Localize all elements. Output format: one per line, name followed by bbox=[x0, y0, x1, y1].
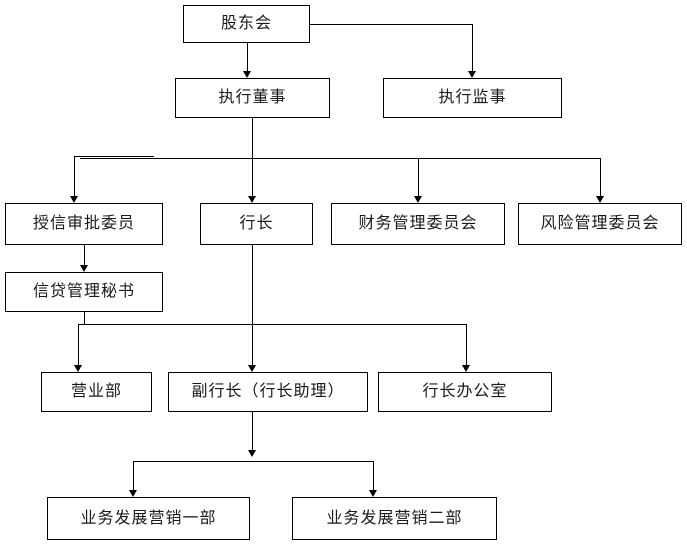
node-label-business-dept: 营业部 bbox=[70, 383, 122, 400]
node-credit-secretary[interactable]: 信贷管理秘书 bbox=[5, 272, 163, 312]
connector-to-business-dept bbox=[78, 324, 79, 366]
level3-distribution-bus-left-step bbox=[74, 156, 154, 157]
node-label-vice-president: 副行长（行长助理） bbox=[191, 383, 345, 400]
node-exec-director[interactable]: 执行董事 bbox=[175, 78, 330, 118]
level5-distribution-bus bbox=[78, 324, 467, 325]
connector-shareholders-to-exec-supervisor-horizontal bbox=[310, 24, 472, 25]
node-label-president: 行长 bbox=[239, 215, 274, 232]
connector-shareholders-to-exec-director bbox=[247, 43, 248, 72]
node-label-finance-committee: 财务管理委员会 bbox=[358, 215, 478, 232]
node-label-credit-approval: 授信审批委员 bbox=[32, 215, 135, 232]
node-label-shareholders: 股东会 bbox=[220, 15, 272, 32]
arrowhead-risk-committee bbox=[596, 196, 604, 203]
arrowhead-marketing-dept-2 bbox=[369, 490, 377, 497]
connector-vice-president-stem bbox=[252, 412, 253, 452]
node-marketing-dept-2[interactable]: 业务发展营销二部 bbox=[292, 497, 497, 540]
node-label-risk-committee: 风险管理委员会 bbox=[540, 215, 660, 232]
connector-president-stem bbox=[252, 245, 253, 366]
arrowhead-credit-approval bbox=[70, 196, 78, 203]
connector-to-risk-committee bbox=[600, 158, 601, 197]
connector-exec-director-stem bbox=[252, 118, 253, 197]
node-label-exec-director: 执行董事 bbox=[218, 89, 287, 106]
node-label-president-office: 行长办公室 bbox=[422, 383, 508, 400]
connector-shareholders-to-exec-supervisor-vertical bbox=[472, 24, 473, 72]
node-label-credit-secretary: 信贷管理秘书 bbox=[32, 283, 135, 300]
node-exec-supervisor[interactable]: 执行监事 bbox=[383, 78, 562, 118]
connector-credit-approval-to-secretary bbox=[84, 245, 85, 266]
arrowhead-president bbox=[248, 196, 256, 203]
connector-to-finance-committee bbox=[418, 158, 419, 197]
node-shareholders[interactable]: 股东会 bbox=[183, 5, 310, 43]
level6-distribution-bus bbox=[133, 461, 373, 462]
connector-to-marketing-dept-1 bbox=[133, 461, 134, 491]
node-business-dept[interactable]: 营业部 bbox=[41, 372, 152, 412]
arrowhead-president-office bbox=[462, 365, 470, 372]
connector-to-president-office bbox=[466, 324, 467, 366]
node-president-office[interactable]: 行长办公室 bbox=[378, 372, 552, 412]
node-label-exec-supervisor: 执行监事 bbox=[438, 89, 507, 106]
connector-to-credit-approval bbox=[74, 156, 75, 197]
node-credit-approval[interactable]: 授信审批委员 bbox=[5, 203, 163, 245]
arrowhead-finance-committee bbox=[414, 196, 422, 203]
node-label-marketing-dept-2: 业务发展营销二部 bbox=[326, 509, 463, 527]
arrowhead-credit-secretary bbox=[80, 265, 88, 272]
node-label-marketing-dept-1: 业务发展营销一部 bbox=[80, 509, 217, 527]
node-finance-committee[interactable]: 财务管理委员会 bbox=[331, 203, 505, 245]
arrowhead-vice-president bbox=[248, 365, 256, 372]
node-vice-president[interactable]: 副行长（行长助理） bbox=[168, 372, 368, 412]
node-risk-committee[interactable]: 风险管理委员会 bbox=[518, 203, 682, 245]
level3-distribution-bus bbox=[80, 158, 601, 159]
arrowhead-business-dept bbox=[74, 365, 82, 372]
arrowhead-exec-supervisor bbox=[468, 71, 476, 78]
connector-to-marketing-dept-2 bbox=[373, 461, 374, 491]
connector-secretary-to-bus bbox=[84, 312, 85, 325]
arrowhead-marketing-dept-1 bbox=[129, 490, 137, 497]
node-president[interactable]: 行长 bbox=[200, 203, 313, 245]
arrowhead-exec-director bbox=[243, 71, 251, 78]
arrowhead-level6-bus bbox=[248, 450, 256, 457]
node-marketing-dept-1[interactable]: 业务发展营销一部 bbox=[47, 497, 250, 540]
